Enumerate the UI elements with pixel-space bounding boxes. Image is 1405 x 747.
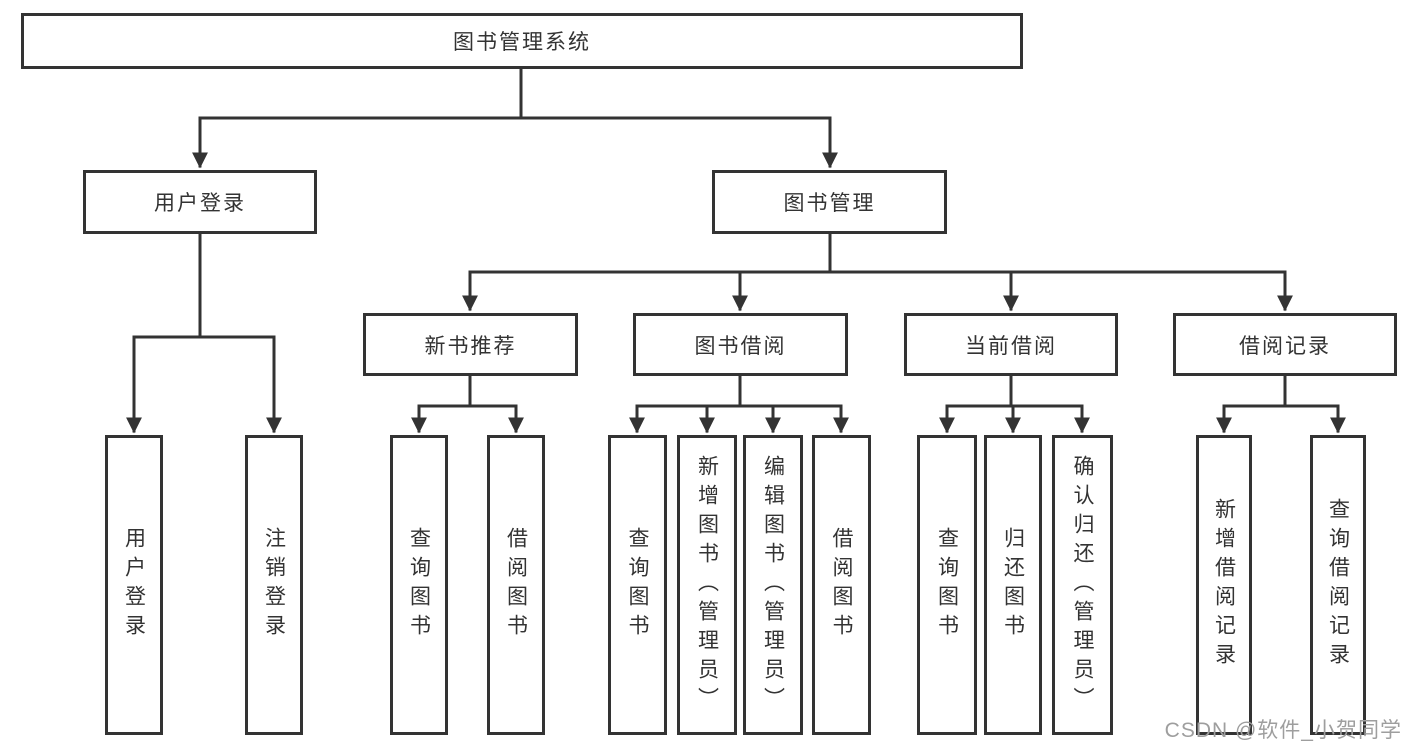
node-book-management-label: 图书管理 — [783, 192, 876, 215]
leaf-query-books-borrow-label: 查询图书 — [626, 527, 649, 643]
leaf-user-login: 用户登录 — [105, 435, 163, 735]
leaf-add-book-admin: 新增图书（管理员） — [677, 435, 737, 735]
leaf-query-borrow-record-label: 查询借阅记录 — [1326, 498, 1350, 672]
leaf-add-book-admin-label: 新增图书（管理员） — [695, 454, 719, 716]
leaf-borrow-books: 借阅图书 — [812, 435, 871, 735]
leaf-borrow-books-label: 借阅图书 — [830, 527, 853, 643]
node-user-login: 用户登录 — [83, 170, 317, 234]
leaf-logout-label: 注销登录 — [262, 527, 286, 643]
leaf-add-borrow-record: 新增借阅记录 — [1196, 435, 1252, 735]
leaf-borrow-books-recommend-label: 借阅图书 — [504, 527, 528, 643]
node-book-borrow-label: 图书借阅 — [694, 334, 787, 358]
leaf-query-borrow-record: 查询借阅记录 — [1310, 435, 1366, 735]
leaf-add-borrow-record-label: 新增借阅记录 — [1212, 498, 1236, 672]
node-user-login-label: 用户登录 — [154, 192, 246, 215]
leaf-query-books-recommend-label: 查询图书 — [407, 527, 431, 643]
leaf-user-login-label: 用户登录 — [122, 527, 146, 643]
csdn-watermark: CSDN @软件_小贺同学 — [1164, 719, 1402, 742]
leaf-query-books-recommend: 查询图书 — [390, 435, 448, 735]
node-new-book-recommend: 新书推荐 — [363, 313, 578, 376]
node-current-borrow: 当前借阅 — [904, 313, 1118, 376]
node-borrow-records-label: 借阅记录 — [1239, 334, 1331, 358]
node-new-book-recommend-label: 新书推荐 — [424, 334, 517, 358]
node-book-borrow: 图书借阅 — [633, 313, 848, 376]
node-root-label: 图书管理系统 — [453, 31, 591, 54]
node-current-borrow-label: 当前借阅 — [965, 334, 1057, 358]
leaf-edit-book-admin-label: 编辑图书（管理员） — [761, 454, 785, 716]
leaf-query-books-borrow: 查询图书 — [608, 435, 667, 735]
leaf-confirm-return-admin-label: 确认归还（管理员） — [1071, 454, 1094, 716]
leaf-logout: 注销登录 — [245, 435, 303, 735]
leaf-edit-book-admin: 编辑图书（管理员） — [743, 435, 803, 735]
leaf-return-book: 归还图书 — [984, 435, 1042, 735]
leaf-borrow-books-recommend: 借阅图书 — [487, 435, 545, 735]
leaf-query-books-current-label: 查询图书 — [935, 527, 959, 643]
node-book-management: 图书管理 — [712, 170, 947, 234]
leaf-query-books-current: 查询图书 — [917, 435, 977, 735]
leaf-confirm-return-admin: 确认归还（管理员） — [1052, 435, 1113, 735]
leaf-return-book-label: 归还图书 — [1001, 527, 1025, 643]
node-borrow-records: 借阅记录 — [1173, 313, 1397, 376]
node-root: 图书管理系统 — [21, 13, 1023, 69]
